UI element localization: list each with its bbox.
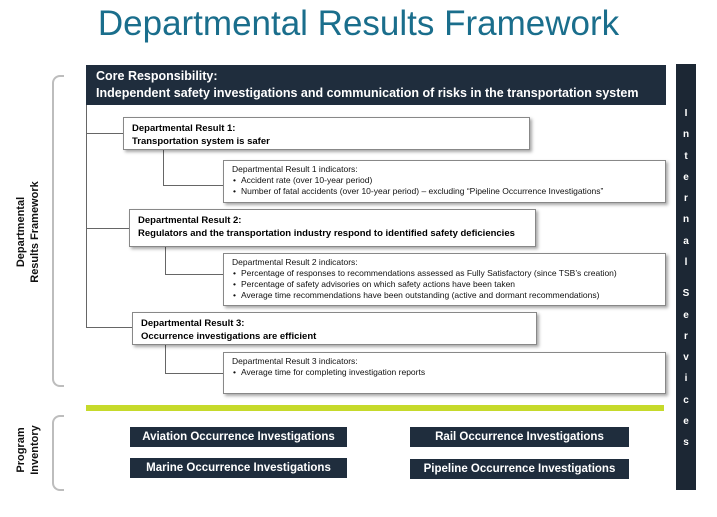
program-marine: Marine Occurrence Investigations xyxy=(130,458,347,478)
result-2-box: Departmental Result 2: Regulators and th… xyxy=(129,209,536,247)
page-title: Departmental Results Framework xyxy=(97,4,620,43)
internal-services-letter: r xyxy=(684,193,688,204)
connector-r3-ind-v xyxy=(165,345,166,373)
program-pipeline: Pipeline Occurrence Investigations xyxy=(410,459,629,479)
program-side-label: Program Inventory xyxy=(14,420,42,480)
result-2-indicators-box: Departmental Result 2 indicators: Percen… xyxy=(223,253,666,306)
program-bracket xyxy=(52,415,64,491)
result-1-indicators-list: Accident rate (over 10-year period) Numb… xyxy=(232,175,657,197)
drf-bracket xyxy=(52,75,64,387)
list-item: Average time recommendations have been o… xyxy=(241,290,657,301)
program-divider xyxy=(86,405,664,411)
result-3-indicators-list: Average time for completing investigatio… xyxy=(232,367,657,378)
result-1-box: Departmental Result 1: Transportation sy… xyxy=(123,117,530,150)
result-3-indicators-title: Departmental Result 3 indicators: xyxy=(232,356,358,366)
result-2-title: Departmental Result 2: xyxy=(138,215,242,226)
result-3-title: Departmental Result 3: xyxy=(141,318,245,329)
internal-services-letter: t xyxy=(684,150,688,162)
connector-r2-ind-v xyxy=(165,247,166,274)
program-aviation: Aviation Occurrence Investigations xyxy=(130,427,347,447)
internal-services-letter: l xyxy=(684,256,688,268)
drf-side-label: Departmental Results Framework xyxy=(14,172,42,292)
list-item: Average time for completing investigatio… xyxy=(241,367,657,378)
core-responsibility-box: Core Responsibility: Independent safety … xyxy=(86,65,666,105)
internal-services-label: I n t e r n a l S e r v i c e s xyxy=(676,108,696,448)
result-1-indicators-title: Departmental Result 1 indicators: xyxy=(232,164,358,174)
program-side-label-line1: Program xyxy=(15,427,27,473)
internal-services-letter: v xyxy=(683,352,689,363)
result-1-title: Departmental Result 1: xyxy=(132,123,236,134)
result-3-box: Departmental Result 3: Occurrence invest… xyxy=(132,312,537,345)
core-responsibility-text: Independent safety investigations and co… xyxy=(96,86,639,100)
result-3-indicators-box: Departmental Result 3 indicators: Averag… xyxy=(223,352,666,394)
internal-services-letter: n xyxy=(682,129,690,141)
drf-side-label-line1: Departmental xyxy=(15,196,27,268)
internal-services-letter: i xyxy=(684,373,688,385)
connector-r2-ind-h xyxy=(165,274,223,275)
internal-services-letter: n xyxy=(682,214,690,226)
internal-services-letter: S xyxy=(682,288,690,300)
internal-services-letter: r xyxy=(684,330,688,342)
internal-services-letter: a xyxy=(683,235,689,247)
internal-services-bar xyxy=(676,64,696,490)
internal-services-letter: e xyxy=(683,309,689,321)
program-side-label-line2: Inventory xyxy=(29,425,41,475)
result-1-indicators-box: Departmental Result 1 indicators: Accide… xyxy=(223,160,666,203)
result-3-text: Occurrence investigations are efficient xyxy=(141,331,317,342)
internal-services-letter: e xyxy=(683,171,689,183)
core-responsibility-heading: Core Responsibility: xyxy=(96,69,218,83)
result-1-text: Transportation system is safer xyxy=(132,136,270,147)
internal-services-letter: e xyxy=(683,415,689,427)
result-2-indicators-list: Percentage of responses to recommendatio… xyxy=(232,268,657,301)
connector-r1 xyxy=(86,133,123,134)
drf-side-label-line2: Results Framework xyxy=(29,181,41,283)
connector-r2 xyxy=(86,228,129,229)
program-rail: Rail Occurrence Investigations xyxy=(410,427,629,447)
connector-r3 xyxy=(86,327,132,328)
list-item: Percentage of safety advisories on which… xyxy=(241,279,657,290)
result-2-text: Regulators and the transportation indust… xyxy=(138,228,515,239)
connector-r1-ind-h xyxy=(163,185,223,186)
connector-main-vertical xyxy=(86,105,87,327)
internal-services-letter: s xyxy=(683,437,689,448)
result-2-indicators-title: Departmental Result 2 indicators: xyxy=(232,257,358,267)
connector-r3-ind-h xyxy=(165,373,223,374)
list-item: Accident rate (over 10-year period) xyxy=(241,175,657,186)
internal-services-letter: I xyxy=(684,108,688,119)
list-item: Number of fatal accidents (over 10-year … xyxy=(241,186,657,197)
connector-r1-ind-v xyxy=(163,150,164,185)
internal-services-letter: c xyxy=(683,394,689,406)
list-item: Percentage of responses to recommendatio… xyxy=(241,268,657,279)
